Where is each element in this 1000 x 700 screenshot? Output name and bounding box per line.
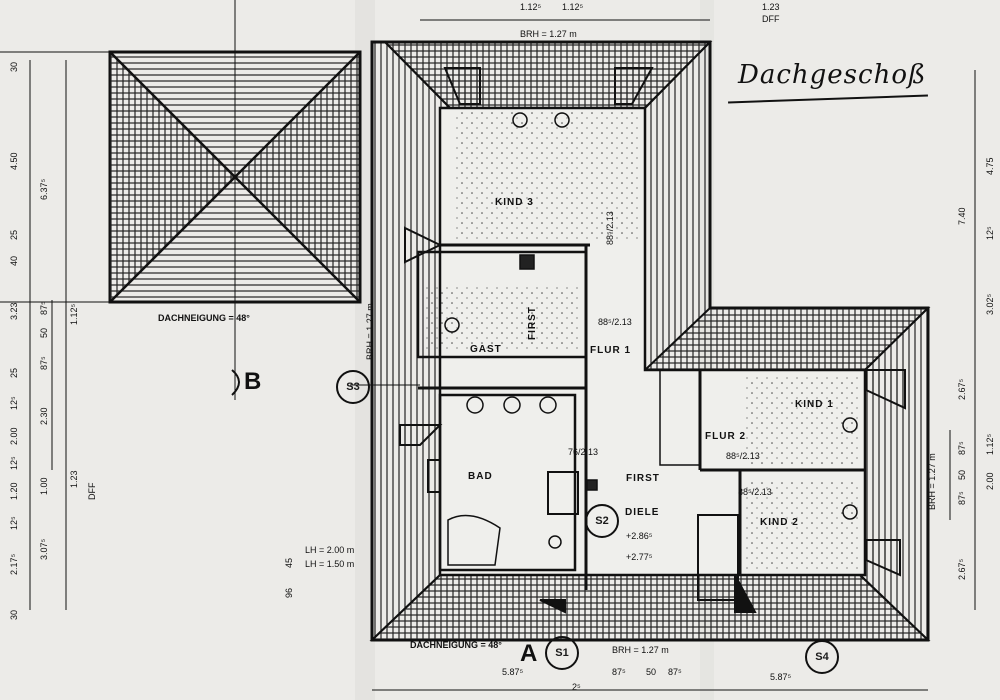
brh-left: BRH = 1.27 m: [365, 303, 375, 360]
brh-bottom: BRH = 1.27 m: [612, 645, 669, 655]
room-label-diele: DIELE: [625, 507, 660, 518]
height-flur2: 88⁵/2.13: [726, 451, 760, 461]
room-label-kind1: KIND 1: [795, 399, 834, 410]
dim-right-4: 2.67⁵: [957, 378, 967, 400]
dim-right-8: 87⁵: [957, 491, 967, 505]
dim-left-9: 1.12⁵: [69, 303, 79, 325]
roof-plan-square: [0, 0, 362, 400]
dim-bottom-6: 87⁵: [668, 667, 682, 677]
interior-walls: [416, 243, 865, 601]
dim-left-12: 2.30: [39, 407, 49, 425]
dim-bottom-5: 50: [646, 667, 657, 677]
dim-top-4: DFF: [762, 14, 780, 24]
dim-left-16: DFF: [87, 482, 97, 501]
dim-left-20: 3.07⁵: [39, 538, 49, 560]
dim-left-22: 30: [9, 609, 19, 620]
section-letter-a: A: [520, 640, 538, 667]
dimension-lines: [29, 19, 976, 691]
dim-right-0: 4.75: [985, 157, 995, 175]
lintel-height-2: LH = 1.50 m: [305, 559, 355, 569]
dim-right-10: 2.67⁵: [957, 558, 967, 580]
dim-bottom-2: 2⁵: [572, 682, 581, 692]
section-marker-s1: S1: [545, 636, 579, 670]
dim-left-6: 87⁵: [39, 301, 49, 315]
section-line-b: [231, 369, 240, 396]
room-label-flur2: FLUR 2: [705, 431, 746, 442]
room-label-gast: GAST: [470, 344, 502, 355]
room-label-bad: BAD: [468, 471, 493, 482]
dim-left-7: 50: [39, 327, 49, 338]
dim-left-2: 6.37⁵: [39, 178, 49, 200]
brh-top: BRH = 1.27 m: [520, 29, 577, 39]
dim-bottom-0: 45: [284, 557, 294, 568]
dim-right-1: 7.40: [957, 207, 967, 225]
dim-left-10: 25: [9, 367, 19, 378]
lintel-height-1: LH = 2.00 m: [305, 545, 355, 555]
section-marker-s4: S4: [805, 640, 839, 674]
dim-right-7: 50: [957, 469, 967, 480]
section-marker-s2: S2: [585, 504, 619, 538]
dim-right-3: 3.02⁵: [985, 293, 995, 315]
dim-left-17: 1.20: [9, 482, 19, 500]
dim-right-5: 1.12⁵: [985, 433, 995, 455]
dim-left-15: 1.23: [69, 470, 79, 488]
drawing-title: Dachgeschoß: [738, 60, 927, 90]
height-gast: 88⁵/2.13: [598, 317, 632, 327]
dim-left-11: 12⁵: [9, 396, 19, 410]
section-letter-b: B: [244, 368, 262, 395]
dim-bottom-3: 5.87⁵: [502, 667, 524, 677]
room-label-kind3: KIND 3: [495, 197, 534, 208]
dim-top-1: 1.12⁵: [520, 2, 542, 12]
dim-top-3: 1.23: [762, 2, 780, 12]
floor-speckle: [425, 112, 860, 570]
dim-right-9: 2.00: [985, 472, 995, 490]
level-2: +2.77⁵: [626, 552, 653, 562]
roof-pitch-left: DACHNEIGUNG = 48°: [158, 313, 250, 323]
dim-left-1: 4.50: [9, 152, 19, 170]
room-label-first-center: FIRST: [626, 473, 660, 484]
dim-left-18: 1.00: [39, 477, 49, 495]
dim-left-4: 40: [9, 255, 19, 266]
height-kind2: 88⁵/2.13: [738, 487, 772, 497]
dim-bottom-7: 5.87⁵: [770, 672, 792, 682]
room-label-first-left: FIRST: [527, 306, 538, 340]
height-flur1: 76/2.13: [568, 447, 599, 457]
dim-left-3: 25: [9, 229, 19, 240]
dim-bottom-4: 87⁵: [612, 667, 626, 677]
dim-right-6: 87⁵: [957, 441, 967, 455]
dim-right-2: 12⁵: [985, 226, 995, 240]
dim-top-2: 1.12⁵: [562, 2, 584, 12]
roof-pitch-bottom: DACHNEIGUNG = 48°: [410, 640, 502, 650]
dim-left-0: 30: [9, 61, 19, 72]
dormers: [399, 67, 906, 614]
dim-left-19: 12⁵: [9, 516, 19, 530]
dim-left-21: 2.17⁵: [9, 553, 19, 575]
brh-right: BRH = 1.27 m: [927, 453, 937, 510]
room-label-kind2: KIND 2: [760, 517, 799, 528]
section-marker-s3: S3: [336, 370, 370, 404]
dim-left-5: 3.23: [9, 302, 19, 320]
dim-left-8: 87⁵: [39, 356, 49, 370]
dim-left-14: 12⁵: [9, 456, 19, 470]
height-kind3: 88⁵/2.13: [605, 211, 615, 245]
fixtures: [427, 112, 858, 566]
room-label-flur1: FLUR 1: [590, 345, 631, 356]
dim-bottom-1: 96: [284, 587, 294, 598]
dim-left-13: 2.00: [9, 427, 19, 445]
level-1: +2.86⁵: [626, 531, 653, 541]
